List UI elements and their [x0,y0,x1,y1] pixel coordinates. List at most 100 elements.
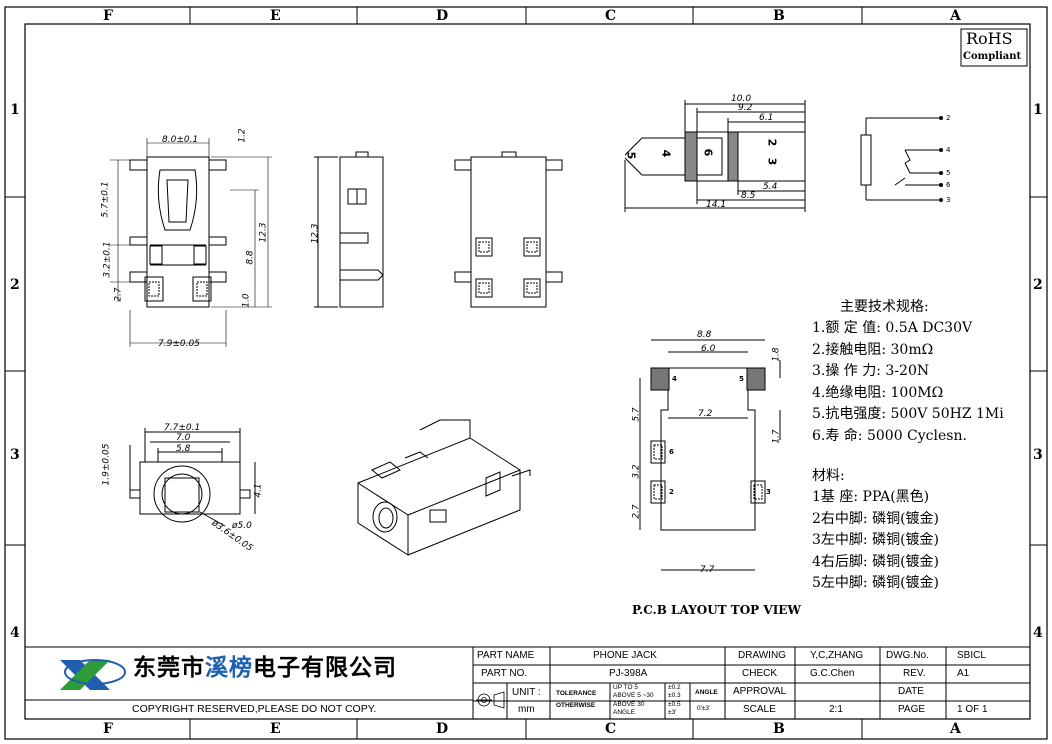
dim-top-12-3: 12.3 [258,222,269,243]
pcb-layout-title: P.C.B LAYOUT TOP VIEW [632,603,801,617]
dim-plug-8-5: 8.5 [741,191,756,201]
company-name-part-3: 电子 [253,655,301,681]
logo-mark [60,659,126,690]
tol-val-4: ±3' [668,709,677,716]
pcb-pad-4: 4 [672,375,677,383]
plug-label-3: 3 [765,157,779,166]
dim-front-1-9: 1.9±0.05 [101,443,112,486]
projection-symbol [476,691,505,709]
part-no-label: PART NO. [481,668,528,679]
zone-col-bottom-1: E [270,721,281,737]
spec-item-1: 1.额 定 值: 0.5A DC30V [812,320,973,336]
otherwise-label: OTHERWISE [556,702,596,709]
dim-plug-14-1: 14.1 [706,200,727,210]
pcb-pad-2: 2 [669,488,674,496]
schematic-pin-2: 2 [946,114,951,122]
top-view-dimensions [110,138,272,347]
copyright-notice: COPYRIGHT RESERVED,PLEASE DO NOT COPY. [132,703,377,715]
zone-col-top-2: D [436,8,449,24]
rohs-label: RoHS [966,29,1013,48]
title-block-grid [24,646,1031,720]
date-label: DATE [898,686,924,697]
dim-pcb-6-0: 6.0 [701,344,716,354]
zone-col-bottom-5: A [950,721,961,737]
angle-value: 0'±3' [697,705,711,712]
scale-label: SCALE [743,704,776,715]
dwg-no-label: DWG.No. [886,650,929,661]
isometric-view [357,419,531,556]
tol-row-1: UP TO 5 [613,684,638,691]
dim-front-7-7: 7.7±0.1 [164,423,201,433]
front-view [129,428,256,527]
rev-label: REV. [903,668,926,679]
dim-pcb-2-7: 2.7 [631,504,642,519]
zone-col-bottom-4: B [773,721,785,737]
dim-front-7-0: 7.0 [176,433,191,443]
bottom-view [454,151,563,308]
zone-col-bottom-2: D [436,721,449,737]
rev-value: A1 [957,668,970,679]
side-view-left [314,151,384,308]
zone-col-top-3: C [605,8,617,24]
rohs-compliant: Compliant [963,51,1022,62]
spec-item-3: 3.操 作 力: 3-20N [812,363,930,379]
dim-pcb-7-2: 7.2 [698,409,713,419]
part-no-value: PJ-398A [609,668,648,679]
angle-label: ANGLE [695,689,718,696]
tol-val-3: ±0.5 [668,701,681,708]
zone-row-right-1: 2 [1033,277,1043,293]
dim-front-5-8: 5.8 [176,444,191,454]
plug-drawing [624,100,806,212]
dim-side-12-3: 12.3 [310,223,321,244]
spec-item-6: 6.寿 命: 5000 Cyclesn. [812,428,967,444]
plug-label-2: 2 [765,138,779,147]
dim-plug-10-0: 10.0 [731,94,752,104]
page-label: PAGE [898,704,926,715]
dim-plug-6-1: 6.1 [759,113,774,123]
dim-top-width: 8.0±0.1 [162,135,199,145]
spec-item-5: 5.抗电强度: 500V 50HZ 1Mi [812,406,1004,422]
tol-row-3: ABOVE 30 [613,701,645,708]
dim-pcb-7-7: 7.7 [700,565,715,575]
dim-top-1-0: 1.0 [241,293,252,308]
part-name-value: PHONE JACK [593,650,657,661]
plug-label-5: 5 [624,151,638,160]
tol-val-2: ±0.3 [668,692,681,699]
zone-row-right-0: 1 [1033,102,1043,118]
dim-front-dia-5: ø5.0 [232,521,252,531]
material-item-4: 4右后脚: 磷铜(镀金) [812,554,939,570]
check-value: G.C.Chen [810,668,855,679]
zone-col-top-1: E [270,8,281,24]
unit-label: UNIT : [512,687,541,698]
top-view [129,156,227,308]
pcb-pad-5: 5 [739,375,744,383]
page-value: 1 OF 1 [957,704,988,715]
dim-top-8-8: 8.8 [245,250,256,265]
company-name: 东莞市溪榜电子有限公司 [133,657,397,680]
dim-plug-9-2: 9.2 [738,103,753,113]
zone-row-left-1: 2 [10,277,20,293]
pcb-layout [639,339,781,571]
material-item-1: 1基 座: PPA(黑色) [812,489,930,505]
drawing-value: Y,C,ZHANG [810,650,864,661]
dim-pcb-5-7: 5.7 [631,407,642,422]
schematic-pin-4: 4 [946,146,951,154]
approval-label: APPROVAL [733,686,787,697]
company-name-part-4: 有限公司 [301,655,397,681]
tol-val-1: ±0.2 [668,684,681,691]
dim-top-5-7: 5.7±0.1 [100,181,111,218]
zone-ticks [5,7,1047,739]
pcb-pad-6: 6 [669,448,674,456]
zone-row-left-2: 3 [10,447,20,463]
zone-col-bottom-3: C [605,721,617,737]
material-item-3: 3左中脚: 磷铜(镀金) [812,532,939,548]
pcb-pad-3: 3 [766,488,771,496]
dim-pcb-1-8: 1.8 [771,347,782,362]
spec-item-2: 2.接触电阻: 30mΩ [812,342,934,358]
tolerance-label: TOLERANCE [556,690,597,697]
scale-value: 2:1 [829,704,843,715]
zone-col-top-5: A [950,8,961,24]
plug-label-4: 4 [659,149,673,158]
dwg-no-value: SBICL [957,650,986,661]
spec-item-4: 4.绝缘电阻: 100MΩ [812,385,944,401]
